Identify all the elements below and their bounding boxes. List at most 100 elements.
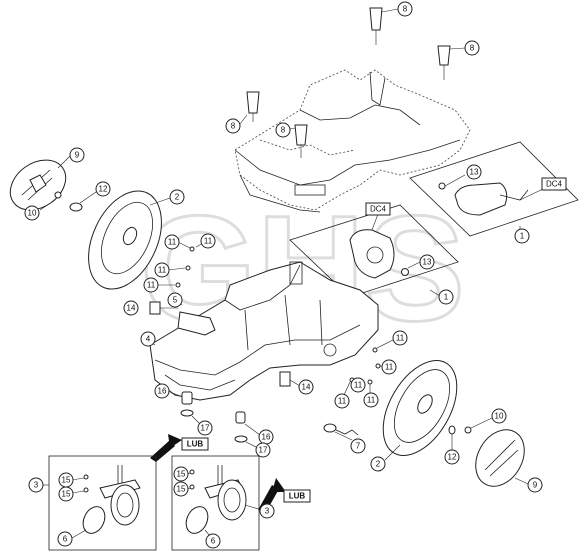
callout-2-right (370, 456, 386, 472)
screw-8-top (369, 7, 399, 45)
screws-11-left (158, 241, 206, 288)
callout-10-right (491, 408, 507, 424)
callout-15-b-label: 15 (62, 490, 71, 499)
callout-11-a (164, 234, 180, 250)
part-14-right (279, 371, 301, 387)
callout-11-i-label: 11 (367, 396, 376, 405)
callout-14-right-label: 14 (302, 383, 311, 392)
callout-11-e (392, 330, 408, 346)
callout-2-left-label: 2 (175, 193, 180, 202)
dc4-label-lower: DC4 (370, 205, 387, 214)
wheel-left (88, 190, 171, 290)
callout-15-d-label: 15 (177, 485, 186, 494)
callout-17-left-label: 17 (201, 424, 210, 433)
callout-5-label: 5 (173, 296, 178, 305)
callout-7-label: 7 (356, 442, 361, 451)
callout-12-left (95, 181, 111, 197)
callout-15-a-label: 15 (62, 476, 71, 485)
dc4-label-upper: DC4 (546, 180, 563, 189)
callout-11-c (154, 262, 170, 278)
callout-6-left-label: 6 (63, 535, 68, 544)
callout-11-f (381, 359, 397, 375)
motor-box-lower (289, 204, 459, 298)
callout-13-lower-label: 13 (423, 258, 432, 267)
caster-box-left (42, 455, 157, 551)
callout-17-right-label: 17 (259, 446, 268, 455)
callout-3-left-label: 3 (34, 481, 39, 490)
callout-11-a-label: 11 (168, 238, 177, 247)
callout-7 (350, 438, 366, 454)
callout-14-left (123, 300, 139, 316)
callout-10-right-label: 10 (495, 412, 504, 421)
callout-14-right (298, 379, 314, 395)
callout-8-top (397, 1, 413, 17)
lub-label-right-box (283, 489, 311, 503)
motor-box-upper (409, 141, 579, 237)
callout-16-left-label: 16 (158, 387, 167, 396)
screw-8-left (239, 91, 260, 125)
callout-8-center-label: 8 (281, 126, 286, 135)
callout-16-right-label: 16 (262, 433, 271, 442)
callout-11-h (334, 393, 350, 409)
callout-11-e-label: 11 (396, 334, 405, 343)
callout-12-right (444, 449, 460, 465)
callout-17-left (197, 420, 213, 436)
callout-6-right-label: 6 (211, 537, 216, 546)
callout-15-d (173, 481, 189, 497)
callout-2-left (169, 189, 185, 205)
hub-cap-left (9, 155, 97, 212)
callout-1-upper-label: 1 (520, 232, 525, 241)
callout-12-left-label: 12 (99, 185, 108, 194)
lub-label-left-box (181, 437, 209, 451)
screws-11-right (343, 339, 394, 396)
callout-8-left-label: 8 (231, 122, 236, 131)
callout-6-left (57, 531, 73, 547)
callout-9-right (527, 477, 543, 493)
callout-11-b (200, 233, 216, 249)
callout-8-right (464, 40, 480, 56)
callout-11-g-label: 11 (354, 381, 363, 390)
callout-6-right (205, 533, 221, 549)
callout-11-d-label: 11 (147, 281, 156, 290)
callout-16-left (154, 383, 170, 399)
callout-8-center (275, 122, 291, 138)
callout-4 (140, 331, 156, 347)
callout-4-label: 4 (146, 335, 151, 344)
part-14-and-5 (149, 301, 216, 336)
callout-11-c-label: 11 (158, 266, 167, 275)
callout-13-upper-label: 13 (470, 168, 479, 177)
callout-10-left-label: 10 (28, 209, 37, 218)
callout-1-lower (438, 289, 454, 305)
lub-arrow-left (150, 434, 182, 462)
callout-13-lower (419, 254, 435, 270)
callout-9-right-label: 9 (533, 481, 538, 490)
callout-3-right-label: 3 (265, 507, 270, 516)
callout-8-left (225, 118, 241, 134)
part-7 (323, 423, 359, 441)
callout-10-left (24, 205, 40, 221)
hub-cap-right (448, 417, 529, 487)
callout-3-left (28, 477, 44, 493)
callout-5 (167, 292, 183, 308)
main-chassis (147, 261, 379, 401)
dc4-label-upper-box (541, 177, 567, 191)
part-16-17-right (234, 411, 261, 449)
callout-2-right-label: 2 (376, 460, 381, 469)
lub-label-right: LUB (289, 492, 306, 501)
callout-9-left (69, 147, 85, 163)
callout-17-right (255, 442, 271, 458)
wheel-right (382, 360, 458, 461)
dc4-label-lower-box (365, 202, 391, 216)
callout-11-b-label: 11 (204, 237, 213, 246)
callout-1-lower-label: 1 (444, 293, 449, 302)
callout-8-right-label: 8 (470, 44, 475, 53)
callout-15-c-label: 15 (177, 470, 186, 479)
callout-12-right-label: 12 (448, 453, 457, 462)
callout-3-right (259, 503, 275, 519)
callout-11-i (363, 392, 379, 408)
callout-11-g (350, 377, 366, 393)
callout-15-c (173, 466, 189, 482)
callout-1-upper (514, 228, 530, 244)
callout-8-top-label: 8 (403, 5, 408, 14)
